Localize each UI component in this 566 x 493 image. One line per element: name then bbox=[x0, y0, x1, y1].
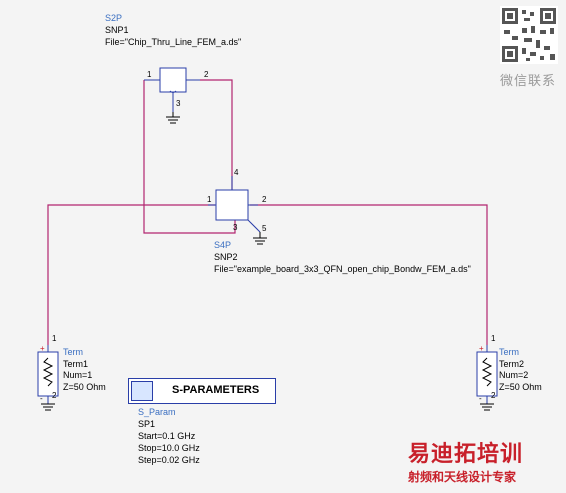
term2-pin-bottom: 2 bbox=[491, 391, 496, 400]
term1-name-label: Term1 bbox=[63, 359, 89, 369]
brand-logo-text: 易迪拓培训 bbox=[408, 442, 524, 467]
snp1-component[interactable] bbox=[144, 67, 200, 124]
term2-type-label: Term bbox=[499, 347, 519, 357]
wire-snp1-p2-to-snp2-p4 bbox=[200, 79, 233, 190]
snp2-component[interactable] bbox=[208, 176, 267, 245]
sparam-title: S-PARAMETERS bbox=[172, 384, 260, 396]
brand-slogan-text: 射频和天线设计专家 bbox=[408, 470, 517, 484]
snp2-name-label: SNP2 bbox=[214, 252, 238, 262]
qr-code-image bbox=[500, 6, 558, 64]
snp1-name-label: SNP1 bbox=[105, 25, 129, 35]
snp1-file-label: File="Chip_Thru_Line_FEM_a.ds" bbox=[105, 37, 242, 47]
sparam-name-label: SP1 bbox=[138, 419, 156, 429]
term1-pin-bottom: 2 bbox=[52, 391, 57, 400]
snp2-pin-3: 3 bbox=[233, 223, 238, 232]
snp2-pin-1: 1 bbox=[207, 195, 212, 204]
sparam-start-label: Start=0.1 GHz bbox=[138, 431, 196, 441]
term2-z-label: Z=50 Ohm bbox=[499, 382, 542, 392]
svg-text:+: + bbox=[479, 344, 484, 353]
term2-component[interactable]: + - bbox=[476, 344, 498, 411]
snp2-pin-4: 4 bbox=[234, 168, 239, 177]
watermark-chinese-text: 微信联系 bbox=[500, 74, 557, 89]
wire-term1-to-snp2-p1 bbox=[47, 204, 215, 345]
snp2-pin-2: 2 bbox=[262, 195, 267, 204]
snp1-pin-3: 3 bbox=[176, 99, 181, 108]
term1-num-label: Num=1 bbox=[63, 370, 93, 380]
wires bbox=[47, 79, 488, 345]
snp2-type-label: S4P bbox=[214, 240, 232, 250]
term2-pin-top: 1 bbox=[491, 334, 496, 343]
snp2-file-label: File="example_board_3x3_QFN_open_chip_Bo… bbox=[214, 264, 471, 274]
wire-snp2-p2-to-term2 bbox=[250, 204, 488, 345]
svg-text:-: - bbox=[479, 394, 482, 403]
snp1-pin-2: 2 bbox=[204, 70, 209, 79]
snp2-pin-5: 5 bbox=[262, 224, 267, 233]
svg-text:-: - bbox=[40, 394, 43, 403]
term1-pin-top: 1 bbox=[52, 334, 57, 343]
wire-snp1-p1-to-snp2-p3 bbox=[143, 80, 236, 234]
sparam-type-label: S_Param bbox=[138, 407, 176, 417]
svg-text:+: + bbox=[40, 344, 45, 353]
term1-component[interactable]: + - bbox=[37, 344, 59, 411]
sparam-step-label: Step=0.02 GHz bbox=[138, 455, 200, 465]
snp1-type-label: S2P bbox=[105, 13, 123, 23]
term1-type-label: Term bbox=[63, 347, 83, 357]
term2-num-label: Num=2 bbox=[499, 370, 529, 380]
term2-name-label: Term2 bbox=[499, 359, 525, 369]
snp1-pin-1: 1 bbox=[147, 70, 152, 79]
sparam-icon bbox=[131, 381, 153, 401]
sparam-stop-label: Stop=10.0 GHz bbox=[138, 443, 200, 453]
term1-z-label: Z=50 Ohm bbox=[63, 382, 106, 392]
